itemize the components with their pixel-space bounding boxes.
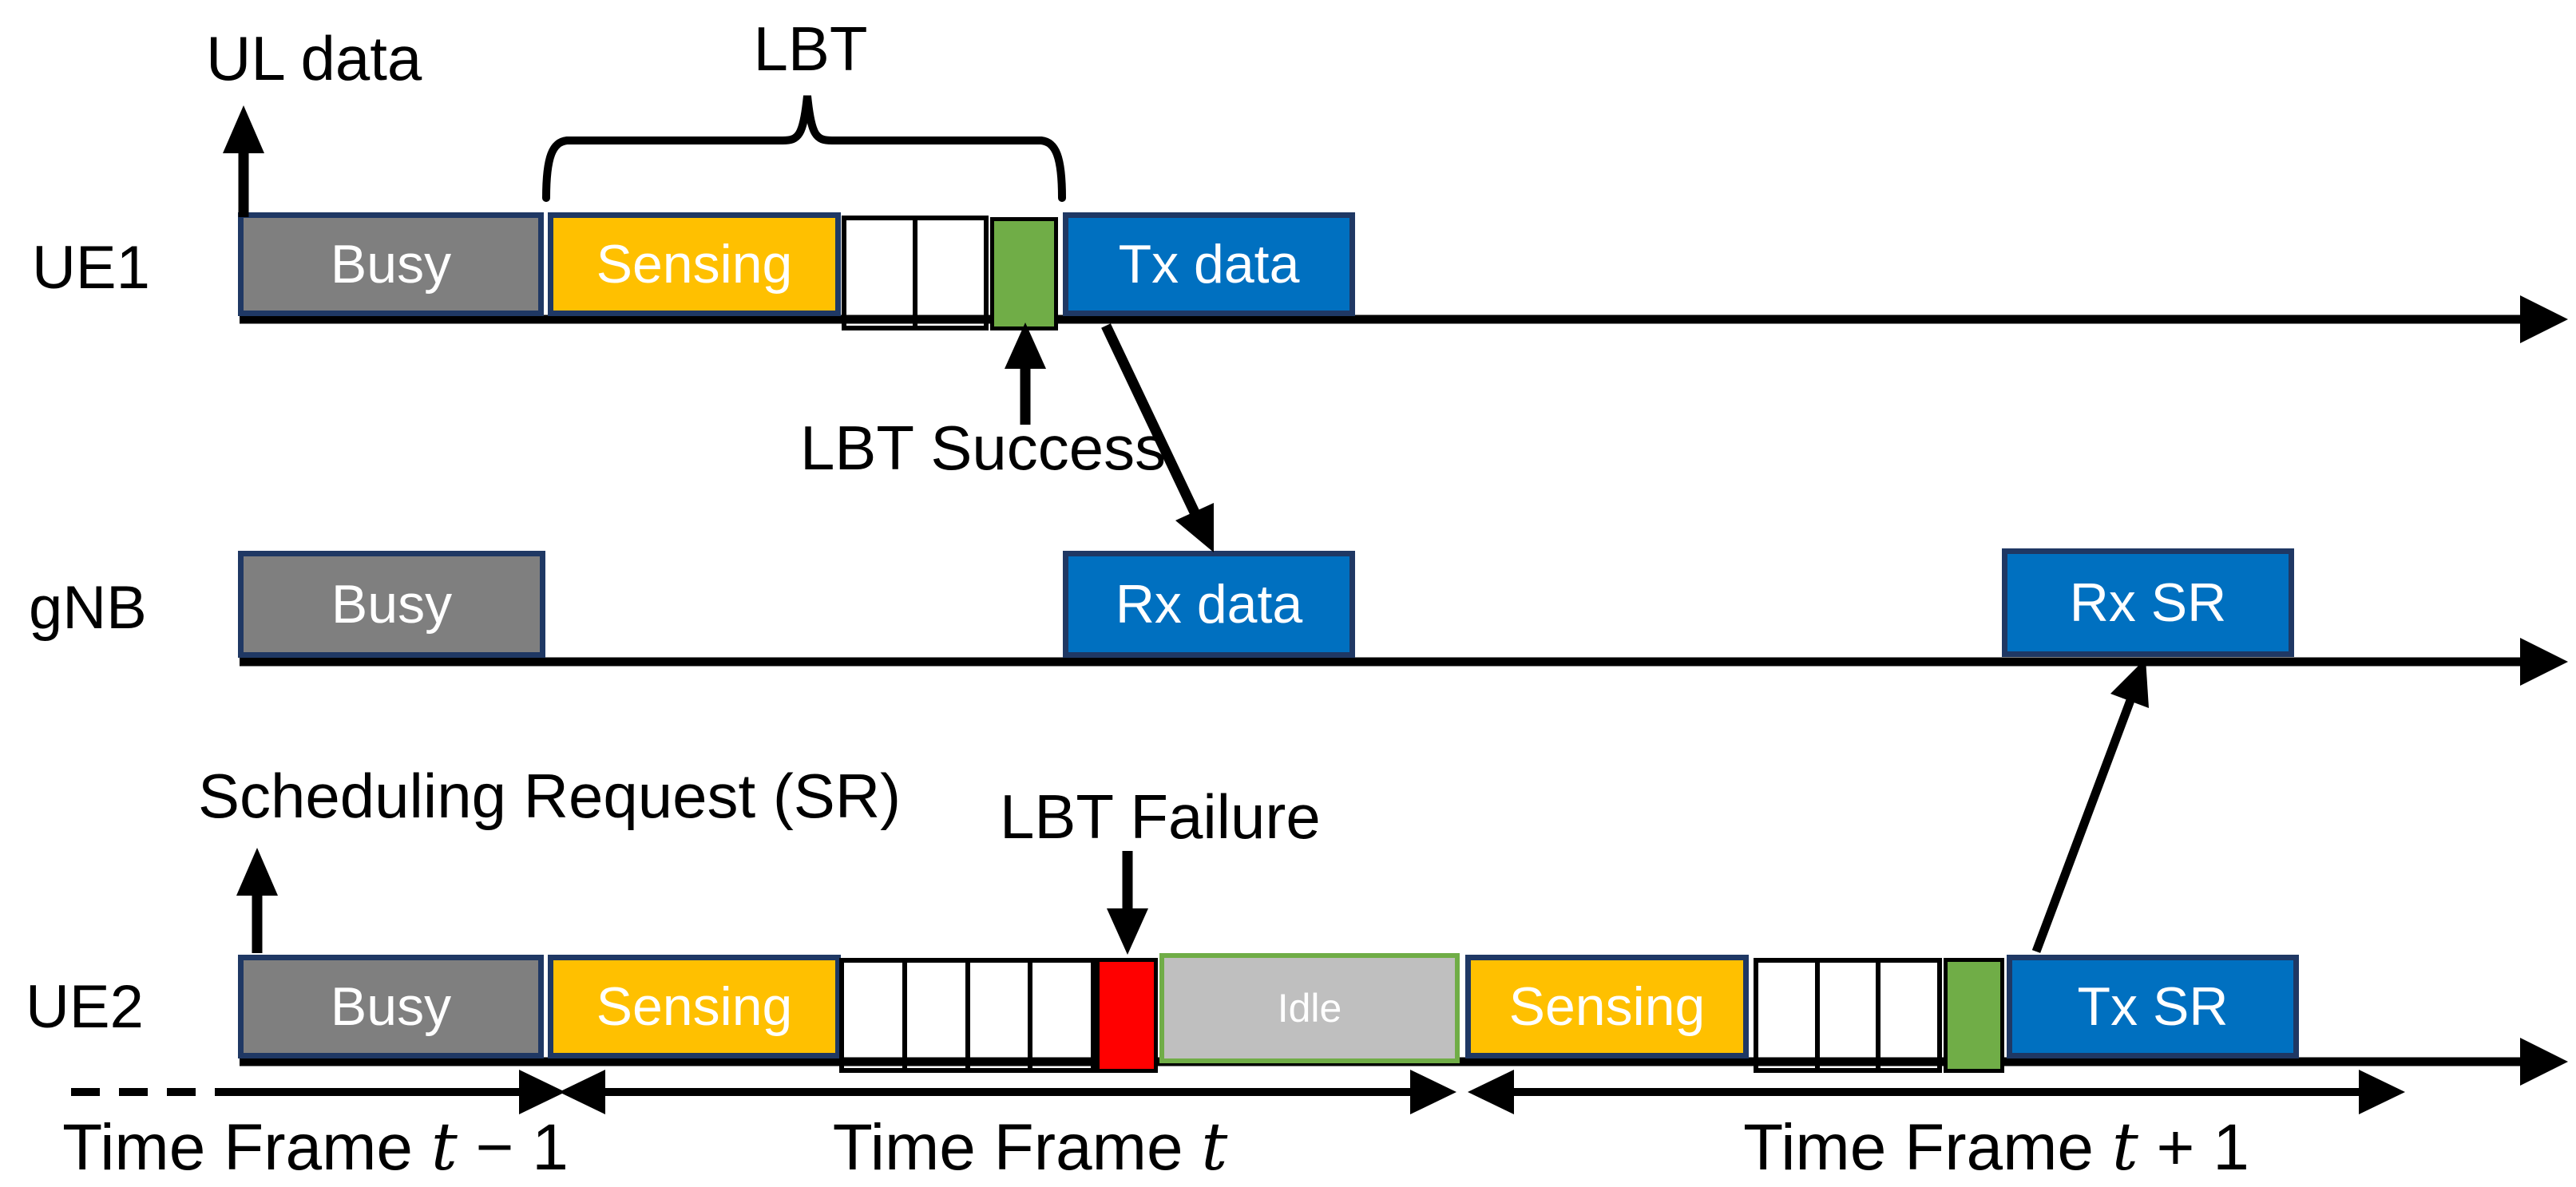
ue1-sensing-box: Sensing — [548, 212, 841, 316]
tf2-prefix: Time Frame — [832, 1111, 1202, 1184]
gnb-timeline — [240, 638, 2568, 686]
ue2-tx-sr-box: Tx SR — [2007, 955, 2299, 1058]
lbt-failure-label: LBT Failure — [1000, 781, 1321, 852]
tx-sr-to-rx-sr-arrow — [2031, 659, 2149, 953]
lbt-success-label: LBT Success — [800, 413, 1167, 483]
lbt-failure-arrow — [1107, 851, 1148, 955]
time-frame-t-plus-1-label: Time Frame t + 1 — [1693, 1110, 2300, 1185]
time-frame-t-minus-1-label: Time Frame t − 1 — [36, 1110, 595, 1185]
time-frame-t-label: Time Frame t — [759, 1110, 1302, 1185]
ue2-slot-3 — [970, 963, 1033, 1068]
ue2-slot-2 — [907, 963, 970, 1068]
row-label-gnb: gNB — [29, 574, 147, 642]
ue2-lbt-success-slot — [1944, 958, 2004, 1073]
lbt-success-arrow — [1005, 322, 1046, 425]
ul-data-label: UL data — [206, 23, 422, 93]
tf3-prefix: Time Frame — [1743, 1111, 2112, 1184]
ue2-lbt-failure-slot — [1096, 958, 1158, 1073]
tf2-variable: t — [1201, 1110, 1228, 1185]
gnb-rx-sr-box: Rx SR — [2002, 548, 2294, 657]
tf3-suffix: + 1 — [2138, 1111, 2249, 1184]
lbt-label: LBT — [753, 14, 868, 84]
ue1-slot-1 — [846, 220, 917, 326]
ue2-idle-box: Idle — [1159, 953, 1460, 1063]
tf1-suffix: − 1 — [457, 1111, 569, 1184]
row-label-ue1: UE1 — [32, 234, 150, 302]
ue2-slot-1 — [844, 963, 907, 1068]
ue2-sensing2-box: Sensing — [1465, 955, 1749, 1058]
row-label-ue2: UE2 — [26, 973, 144, 1041]
ue1-busy-box: Busy — [238, 212, 544, 316]
ue1-backoff-slots — [842, 216, 989, 330]
ue1-timeline — [240, 295, 2568, 343]
gnb-rx-data-box: Rx data — [1063, 551, 1355, 658]
scheduling-request-arrow — [236, 848, 278, 953]
tx-to-rx-data-arrow — [1101, 323, 1214, 552]
ue2-sensing1-box: Sensing — [548, 955, 841, 1058]
tf1-variable: t — [430, 1110, 458, 1185]
gnb-busy-box: Busy — [238, 551, 545, 658]
tf3-variable: t — [2111, 1110, 2138, 1185]
ue2-slot-6 — [1820, 963, 1881, 1068]
time-frame-axis — [71, 1070, 2405, 1114]
tf1-prefix: Time Frame — [62, 1111, 431, 1184]
scheduling-request-label: Scheduling Request (SR) — [198, 761, 902, 831]
ul-data-arrow — [223, 105, 264, 217]
ue2-backoff-slots-1 — [839, 958, 1096, 1073]
ue2-busy-box: Busy — [238, 955, 544, 1058]
ue1-tx-data-box: Tx data — [1063, 212, 1355, 316]
lbt-brace — [542, 95, 1066, 202]
ue2-slot-5 — [1758, 963, 1820, 1068]
ue2-backoff-slots-2 — [1754, 958, 1942, 1073]
